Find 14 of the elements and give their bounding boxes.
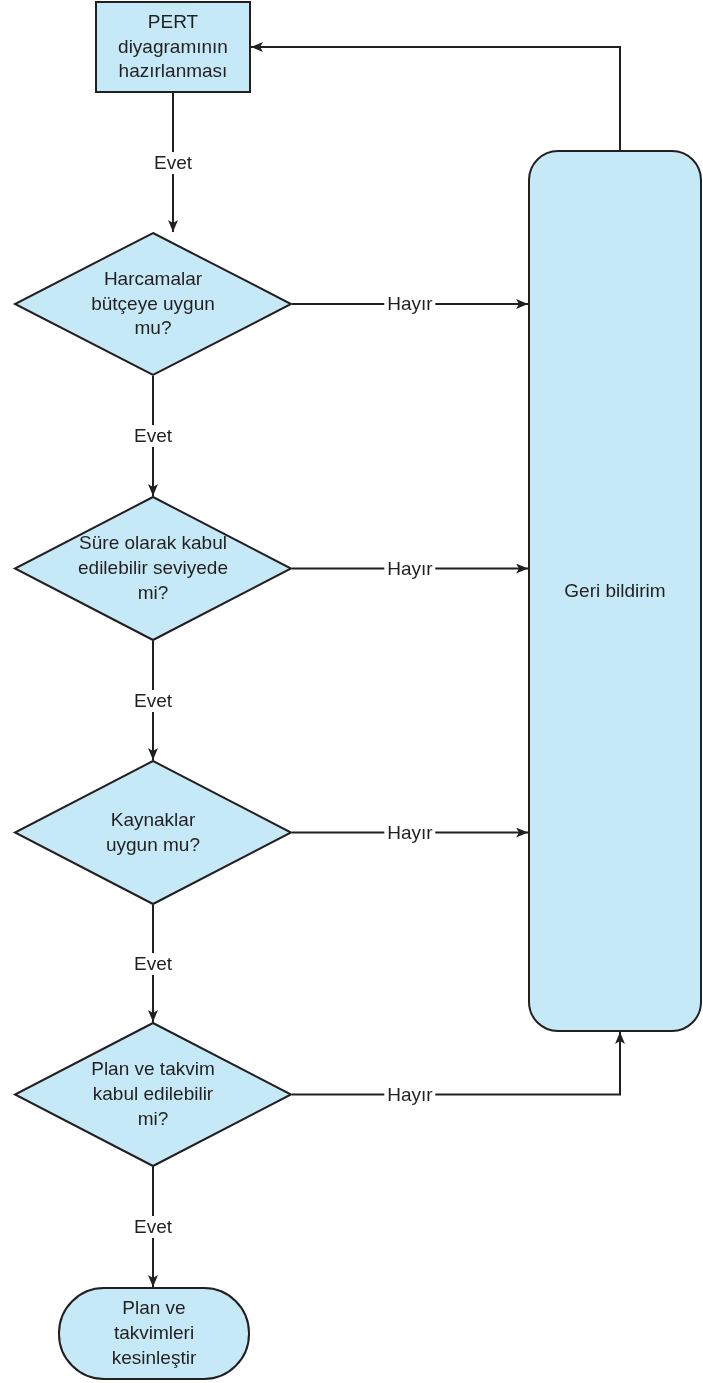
node-label: Süre olarak kabul edilebilir seviyede mi?: [78, 531, 228, 605]
decision-diamond: [14, 1022, 292, 1167]
decision-diamond: [14, 760, 292, 905]
arrow: [250, 42, 621, 151]
node-label: Kaynaklar uygun mu?: [105, 807, 201, 857]
node-label: PERT diyagramının hazırlanması: [117, 9, 229, 84]
node-label: Plan ve takvim kabul edilebilir mi?: [90, 1057, 216, 1131]
decision-diamond: [14, 232, 292, 376]
feedback-box: [528, 150, 702, 1032]
node-label: Geri bildirim: [564, 578, 666, 603]
node-label: Plan ve takvimleri kesinleştir: [110, 1296, 198, 1370]
process-box: [95, 1, 251, 93]
decision-diamond: [14, 496, 292, 641]
node-label: Harcamalar bütçeye uygun mu?: [90, 266, 216, 341]
